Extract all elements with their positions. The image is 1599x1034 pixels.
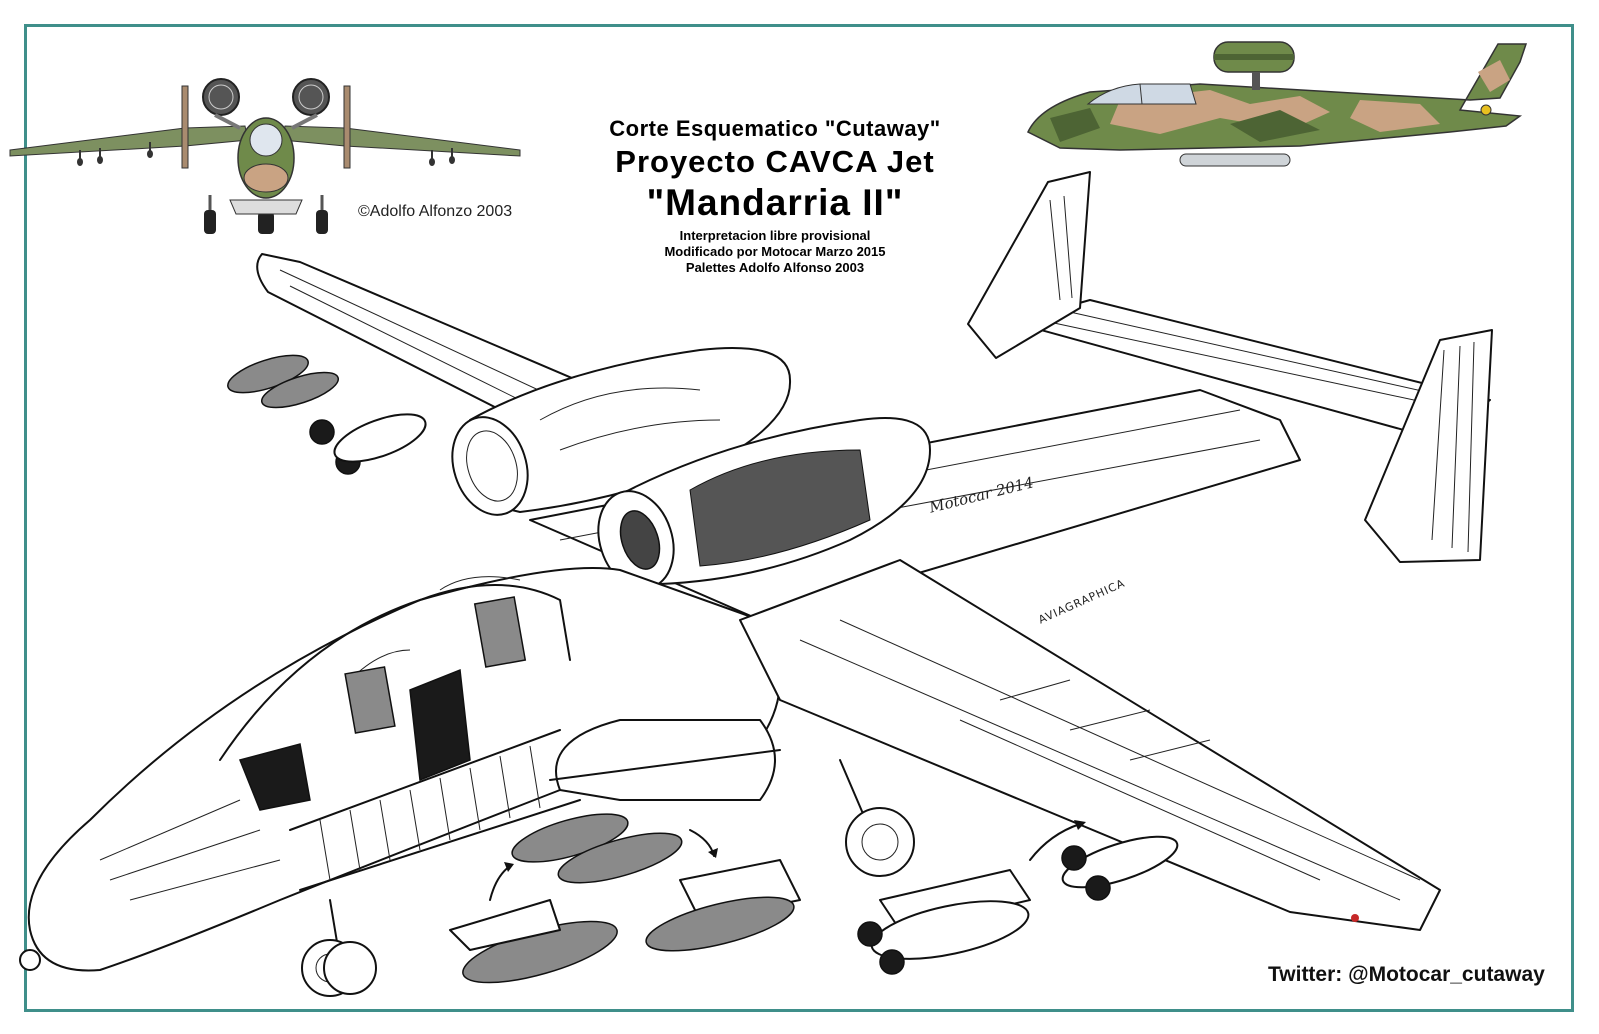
twitter-handle: Twitter: @Motocar_cutaway (1268, 963, 1545, 986)
copyright-label: ©Adolfo Alfonzo 2003 (358, 203, 513, 220)
subtitle-palettes: Palettes Adolfo Alfonso 2003 (685, 260, 865, 275)
title-line-project: Proyecto CAVCA Jet (615, 144, 935, 179)
title-line-name: "Mandarria II" (646, 182, 904, 223)
subtitle-modified-by: Modificado por Motocar Marzo 2015 (664, 244, 886, 259)
aircraft-cutaway (19, 171, 1493, 997)
title-block: Corte Esquematico "Cutaway" Proyecto CAV… (560, 116, 990, 275)
side-view-aircraft (1027, 41, 1528, 167)
subtitle-interpretation: Interpretacion libre provisional (679, 228, 871, 243)
poster-frame (24, 24, 1574, 1012)
front-view-aircraft (9, 78, 521, 234)
title-line-cutaway: Corte Esquematico "Cutaway" (609, 116, 941, 141)
